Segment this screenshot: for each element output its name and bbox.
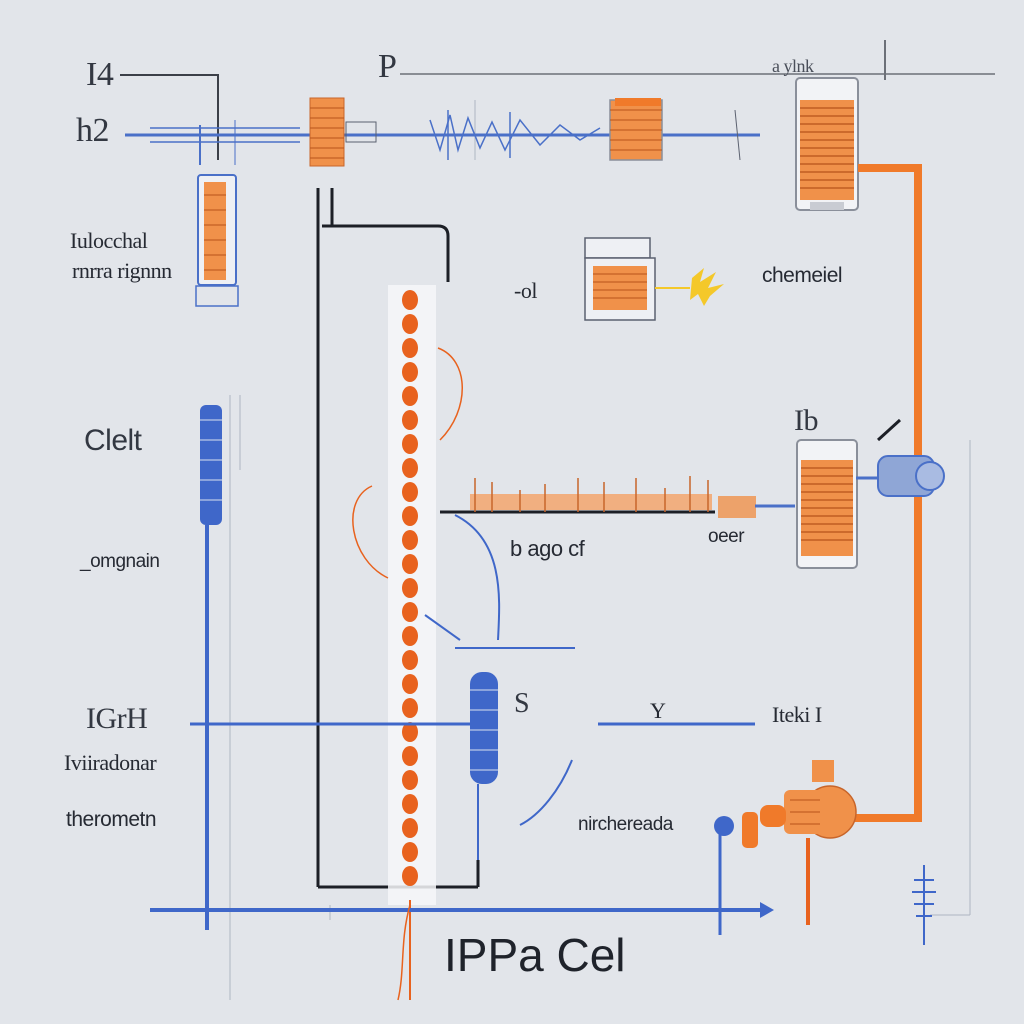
bead <box>402 482 418 502</box>
blue-capsule <box>470 672 498 860</box>
cell-top-right <box>795 77 859 211</box>
label-left-block-2: rnrra rignnn <box>72 258 172 283</box>
orange-wires <box>352 347 463 1001</box>
bead <box>402 458 418 478</box>
insulator-icon <box>912 865 936 945</box>
label-lower-right: Iteki I <box>772 702 822 727</box>
label-lower-left-3: therometn <box>66 808 157 831</box>
bead <box>402 290 418 310</box>
bead <box>402 674 418 694</box>
bead <box>402 866 418 886</box>
label-top-right: a ylnk <box>772 56 814 76</box>
bead <box>402 434 418 454</box>
center-heat-exchanger <box>584 237 690 321</box>
bead <box>402 386 418 406</box>
left-blue-probe <box>200 405 222 930</box>
label-lower-mid-2: Y <box>650 698 666 723</box>
bead-column <box>388 285 436 1000</box>
label-top-left-1: I4 <box>86 56 114 93</box>
bead <box>402 722 418 742</box>
diagram-title: IPPa Cel <box>444 929 626 981</box>
label-top-mid: P <box>378 48 397 85</box>
top-coil-small <box>309 97 345 167</box>
label-right-mid: Ib <box>794 404 819 437</box>
label-lower-mid: S <box>514 688 530 719</box>
bead <box>402 818 418 838</box>
label-lower-left-2: Iviiradonar <box>64 750 157 775</box>
bead <box>402 746 418 766</box>
label-center: b ago cf <box>510 536 585 561</box>
bead <box>402 602 418 622</box>
spark-icon <box>690 268 724 306</box>
label-chemical: chemeiel <box>762 264 843 287</box>
bead <box>402 794 418 814</box>
label-right: oeer <box>708 526 745 547</box>
bead <box>402 506 418 526</box>
black-frame <box>316 188 480 889</box>
left-transformer <box>195 174 239 307</box>
bead <box>402 626 418 646</box>
label-left-block-1: Iulocchal <box>70 228 148 253</box>
label-cell-left: Clelt <box>84 424 142 457</box>
bead <box>402 554 418 574</box>
cell-right-mid <box>796 418 945 569</box>
orange-pump <box>742 760 857 925</box>
bead <box>402 410 418 430</box>
label-bottom-right: nirchereada <box>578 814 673 835</box>
top-pipeline <box>120 74 760 167</box>
bead <box>402 650 418 670</box>
bead <box>402 770 418 790</box>
mid-bus <box>440 476 795 641</box>
label-mid-upper: -ol <box>514 278 537 303</box>
bead <box>402 362 418 382</box>
guide-lines <box>229 40 995 1000</box>
label-origin: _omgnain <box>80 551 160 572</box>
label-lower-left-1: IGrH <box>86 702 148 735</box>
bead <box>402 314 418 334</box>
bead <box>402 842 418 862</box>
bead <box>402 578 418 598</box>
bead <box>402 530 418 550</box>
bead <box>402 698 418 718</box>
blue-lines <box>150 614 774 935</box>
label-top-left-2: h2 <box>76 112 110 149</box>
bead <box>402 338 418 358</box>
